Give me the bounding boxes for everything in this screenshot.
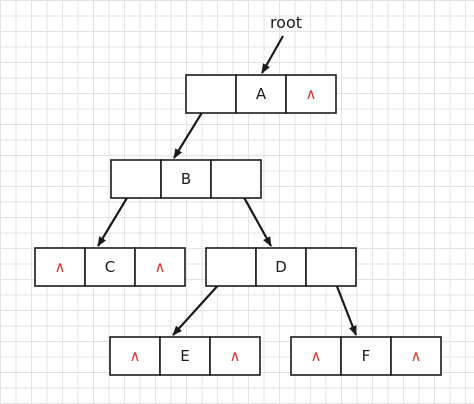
node-e: ∧ E ∧	[109, 336, 261, 376]
root-label: root	[270, 13, 302, 32]
edges-layer	[97, 97, 358, 336]
node-f-label: F	[362, 347, 371, 365]
node-d-right-cell	[305, 247, 357, 287]
node-b-left-cell	[110, 159, 162, 199]
node-d-data-cell	[255, 247, 307, 287]
node-c-right-cell	[134, 247, 186, 287]
node-e-right-cell	[209, 336, 261, 376]
node-b: B	[110, 159, 262, 199]
node-a-left-cell	[185, 74, 237, 114]
node-b-label: B	[181, 170, 191, 188]
node-e-left-null-symbol: ∧	[130, 347, 141, 365]
node-b-right-cell	[210, 159, 262, 199]
node-f-left-cell	[290, 336, 342, 376]
node-b-data-cell	[160, 159, 212, 199]
node-f-right-null-symbol: ∧	[411, 347, 422, 365]
node-a-right-null-symbol: ∧	[306, 85, 317, 103]
node-f: ∧ F ∧	[290, 336, 442, 376]
node-f-left-null-symbol: ∧	[311, 347, 322, 365]
node-e-data-cell	[159, 336, 211, 376]
node-e-right-null-symbol: ∧	[230, 347, 241, 365]
node-d-left-cell	[205, 247, 257, 287]
node-a-right-cell	[285, 74, 337, 114]
node-c-data-cell	[84, 247, 136, 287]
node-c-left-null-symbol: ∧	[55, 258, 66, 276]
node-f-right-cell	[390, 336, 442, 376]
node-d: D	[205, 247, 357, 287]
node-c: ∧ C ∧	[34, 247, 186, 287]
root-arrow	[261, 35, 284, 74]
node-e-label: E	[180, 347, 189, 365]
nodes-layer: A∧B∧C∧D∧E∧∧F∧	[34, 74, 442, 376]
node-c-right-null-symbol: ∧	[155, 258, 166, 276]
node-a: A∧	[185, 74, 337, 114]
node-d-label: D	[275, 258, 287, 276]
node-c-label: C	[105, 258, 115, 276]
node-a-label: A	[256, 85, 267, 103]
